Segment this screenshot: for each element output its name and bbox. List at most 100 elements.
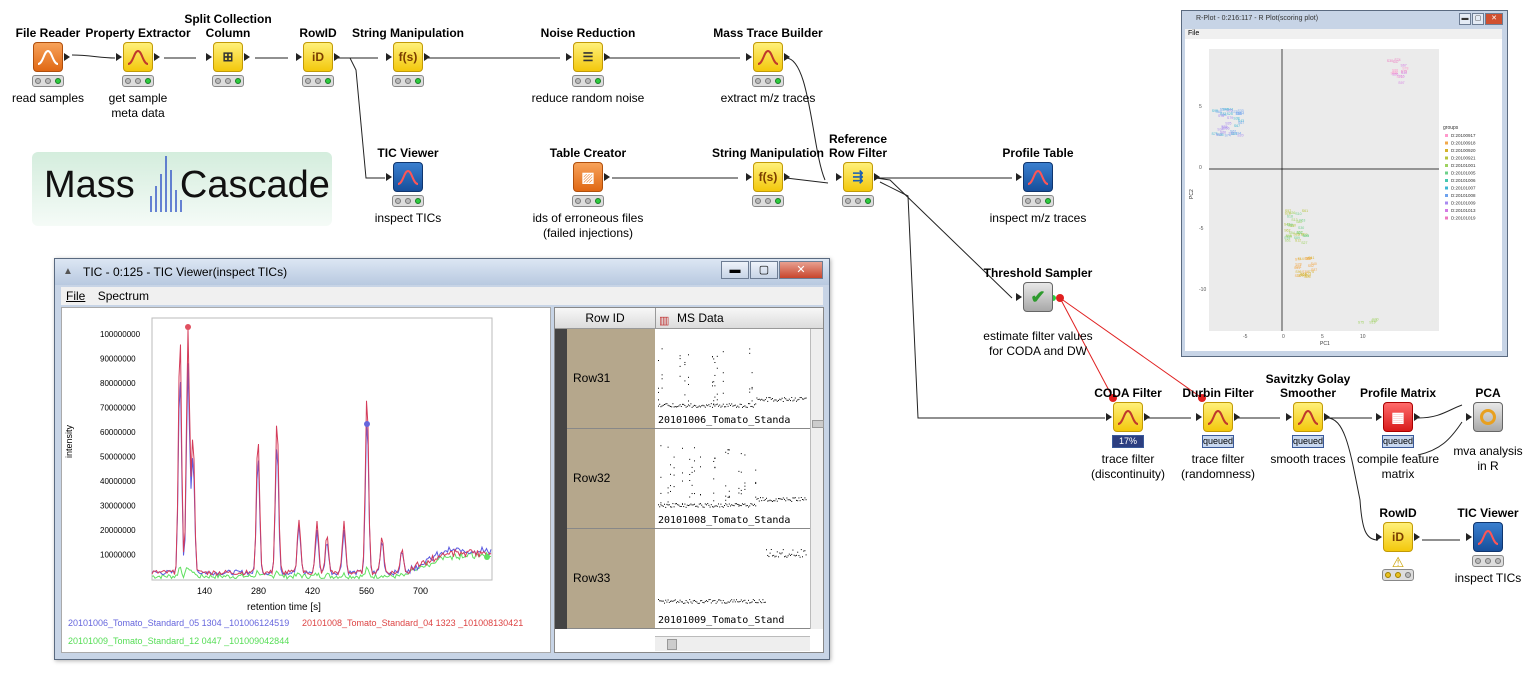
menu-bar: File bbox=[1185, 29, 1502, 39]
legend-swatch bbox=[1445, 216, 1448, 220]
y-tick-label: 90000000 bbox=[100, 355, 136, 364]
score-point: S69 bbox=[1306, 257, 1312, 261]
string-manipulation-icon[interactable]: f(s) bbox=[746, 162, 790, 192]
score-point: S32 bbox=[1222, 125, 1228, 129]
score-point: S57 bbox=[1285, 209, 1291, 213]
maximize-button[interactable]: ▢ bbox=[1472, 13, 1484, 25]
tic-viewer-window[interactable]: ▲ TIC - 0:125 - TIC Viewer(inspect TICs)… bbox=[54, 258, 830, 660]
filter-icon[interactable]: ⇶ bbox=[836, 162, 880, 192]
status-lights bbox=[302, 75, 334, 87]
durbin-filter-icon[interactable] bbox=[1196, 402, 1240, 432]
node-split-collection-column[interactable]: Split Collection Column ⊞ bbox=[148, 12, 308, 87]
rowid-icon[interactable]: iD bbox=[1376, 522, 1420, 552]
node-tic-viewer-bottom[interactable]: TIC Viewer inspect TICs bbox=[1408, 492, 1535, 586]
score-point: S28 bbox=[1285, 212, 1291, 216]
y-tick-label: 40000000 bbox=[100, 477, 136, 486]
score-point: S89 bbox=[1294, 236, 1300, 240]
legend-label: D:20100917 bbox=[1451, 133, 1476, 138]
string-manipulation-icon[interactable]: f(s) bbox=[386, 42, 430, 72]
split-column-icon[interactable]: ⊞ bbox=[206, 42, 250, 72]
peak-marker-blue[interactable] bbox=[364, 421, 370, 427]
scrollbar-thumb[interactable] bbox=[812, 420, 824, 428]
menu-file[interactable]: File bbox=[1188, 30, 1200, 37]
tic-viewer-icon[interactable] bbox=[1466, 522, 1503, 552]
tic-viewer-icon[interactable] bbox=[386, 162, 423, 192]
node-tic-viewer-top[interactable]: TIC Viewer inspect TICs bbox=[328, 132, 488, 226]
spectrum-cell: 20101008_Tomato_Standa bbox=[656, 429, 810, 528]
legend-swatch bbox=[1445, 186, 1448, 190]
property-extractor-icon[interactable] bbox=[116, 42, 160, 72]
node-title: Mass Trace Builder bbox=[713, 26, 823, 40]
legend-swatch bbox=[1445, 149, 1448, 152]
score-point: S47 bbox=[1393, 60, 1399, 64]
menu-file[interactable]: File bbox=[66, 289, 86, 303]
score-point: S20 bbox=[1237, 134, 1243, 138]
score-point: S40 bbox=[1311, 262, 1317, 266]
row-header-strip bbox=[555, 329, 567, 629]
menu-spectrum[interactable]: Spectrum bbox=[97, 289, 150, 303]
r-plot-window[interactable]: R-Plot - 0:216:117 - R Plot(scoring plot… bbox=[1181, 10, 1508, 357]
status-lights bbox=[842, 195, 874, 207]
node-property-extractor[interactable]: Property Extractor get sample meta data bbox=[58, 12, 218, 121]
node-profile-table[interactable]: Profile Table inspect m/z traces bbox=[958, 132, 1118, 226]
node-title: TIC Viewer bbox=[1457, 506, 1519, 520]
mass-trace-builder-icon[interactable] bbox=[746, 42, 790, 72]
node-noise-reduction[interactable]: Noise Reduction ☰ reduce random noise bbox=[508, 12, 668, 106]
column-header-row-id[interactable]: Row ID bbox=[555, 308, 656, 328]
vertical-scrollbar[interactable] bbox=[810, 329, 824, 629]
node-reference-row-filter[interactable]: Reference Row Filter ⇶ bbox=[778, 132, 938, 207]
close-button[interactable]: ✕ bbox=[1485, 13, 1503, 25]
maximize-button[interactable]: ▢ bbox=[750, 261, 778, 279]
node-pca[interactable]: PCA mva analysis in R bbox=[1408, 372, 1535, 474]
smoother-icon[interactable] bbox=[1286, 402, 1330, 432]
node-coda-filter[interactable]: CODA Filter 17% trace filter (discontinu… bbox=[1048, 372, 1208, 482]
score-point: S84 bbox=[1231, 132, 1237, 136]
table-creator-icon[interactable]: ▨ bbox=[573, 162, 610, 192]
score-point: S20 bbox=[1392, 71, 1398, 75]
column-header-ms-data[interactable]: ▥ MS Data bbox=[655, 308, 823, 328]
r-pca-icon[interactable] bbox=[1466, 402, 1503, 432]
rowid-icon[interactable]: iD bbox=[296, 42, 340, 72]
profile-table-icon[interactable] bbox=[1016, 162, 1053, 192]
hscroll-thumb[interactable] bbox=[667, 639, 677, 650]
score-point: S57 bbox=[1297, 230, 1303, 234]
node-rowid-bottom[interactable]: RowID iD ⚠ bbox=[1318, 492, 1478, 581]
minimize-button[interactable]: ▬ bbox=[1459, 13, 1471, 25]
node-string-manipulation-mid[interactable]: String Manipulation f(s) bbox=[688, 132, 848, 207]
status-lights bbox=[392, 195, 424, 207]
file-reader-icon[interactable] bbox=[33, 42, 70, 72]
noise-reduction-icon[interactable]: ☰ bbox=[566, 42, 610, 72]
node-savitzky-golay-smoother[interactable]: Savitzky Golay Smoother queued smooth tr… bbox=[1228, 372, 1388, 467]
legend-label: D:20101007 bbox=[1451, 186, 1476, 191]
coda-filter-icon[interactable] bbox=[1106, 402, 1150, 432]
peak-marker-green[interactable] bbox=[484, 554, 490, 560]
window-titlebar[interactable]: R-Plot - 0:216:117 - R Plot(scoring plot… bbox=[1182, 11, 1507, 27]
peak-marker-red[interactable] bbox=[185, 324, 191, 330]
node-profile-matrix[interactable]: Profile Matrix ▦ queued compile feature … bbox=[1318, 372, 1478, 482]
score-point: S74 bbox=[1394, 58, 1400, 62]
close-button[interactable]: ✕ bbox=[779, 261, 823, 279]
matrix-icon[interactable]: ▦ bbox=[1376, 402, 1420, 432]
node-string-manipulation-top[interactable]: String Manipulation f(s) bbox=[328, 12, 488, 87]
checkmark-icon[interactable]: ✔ bbox=[1016, 282, 1053, 312]
node-table-creator[interactable]: Table Creator ▨ ids of erroneous files (… bbox=[508, 132, 668, 241]
score-point: S27 bbox=[1301, 241, 1307, 245]
minimize-button[interactable]: ▬ bbox=[721, 261, 749, 279]
window-titlebar[interactable]: ▲ TIC - 0:125 - TIC Viewer(inspect TICs)… bbox=[55, 259, 829, 285]
score-point: S48 bbox=[1222, 108, 1228, 112]
node-threshold-sampler[interactable]: Threshold Sampler ✔ estimate filter valu… bbox=[958, 252, 1118, 359]
horizontal-scrollbar[interactable] bbox=[655, 636, 810, 651]
pca-x-tick: 5 bbox=[1321, 334, 1324, 340]
node-mass-trace-builder[interactable]: Mass Trace Builder extract m/z traces bbox=[688, 12, 848, 106]
node-durbin-filter[interactable]: Durbin Filter queued trace filter (rando… bbox=[1138, 372, 1298, 482]
pca-x-label: PC1 bbox=[1320, 341, 1330, 347]
score-point: S68 bbox=[1286, 234, 1292, 238]
node-file-reader[interactable]: File Reader read samples bbox=[0, 12, 128, 106]
node-rowid-top[interactable]: RowID iD bbox=[238, 12, 398, 87]
